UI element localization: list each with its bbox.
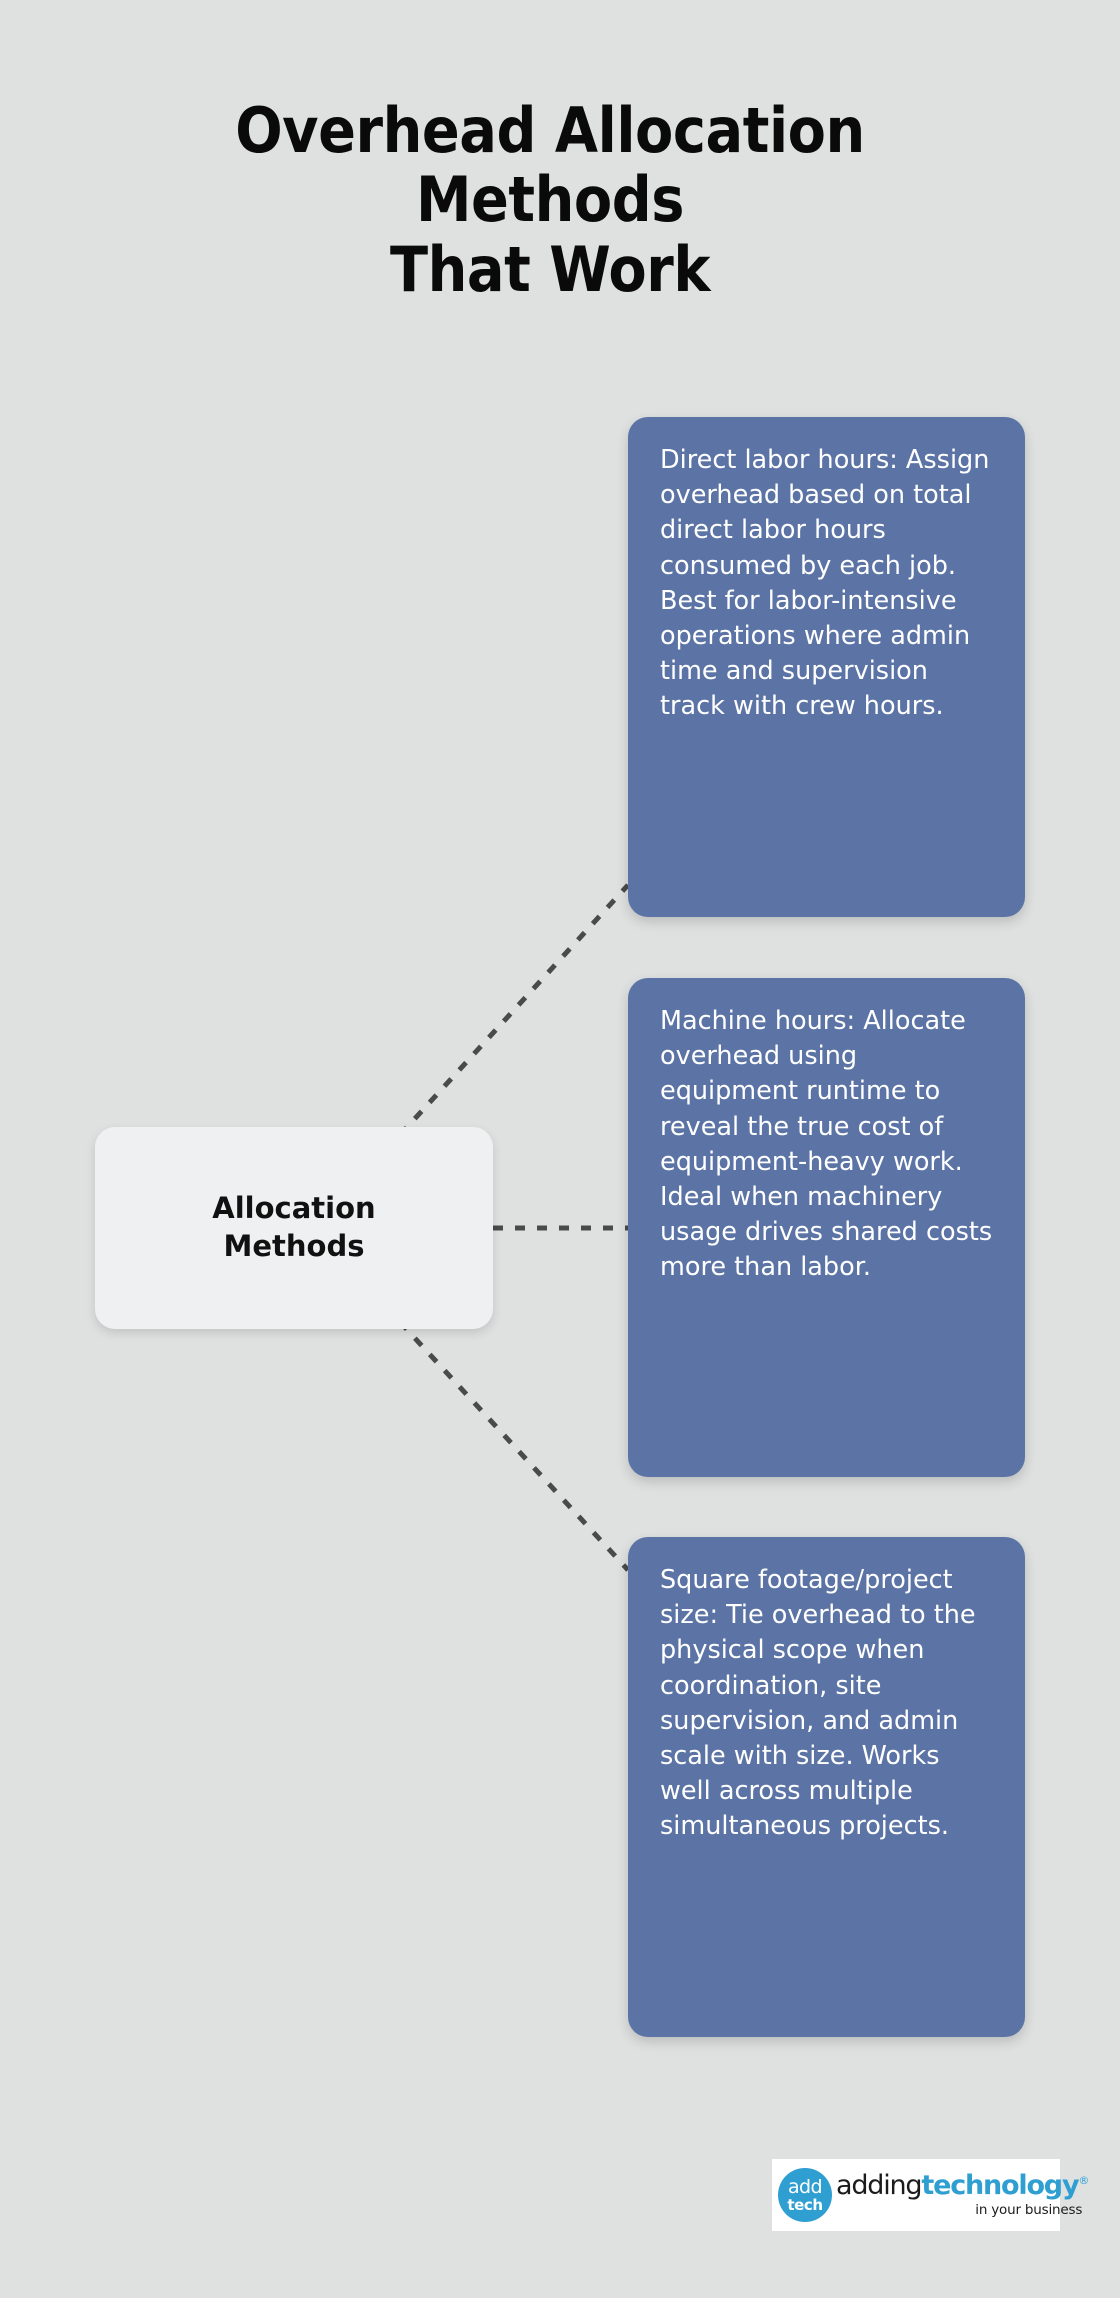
- logo-wordmark: addingtechnology®: [836, 2170, 1089, 2202]
- branch-card-machine-hours[interactable]: Machine hours: Allocate overhead using e…: [628, 978, 1025, 1477]
- branch-card-text: Direct labor hours: Assign overhead base…: [660, 445, 990, 722]
- logo-tagline: in your business: [975, 2201, 1083, 2218]
- page-title: Overhead Allocation Methods That Work: [235, 94, 865, 306]
- center-node-label: Allocation Methods: [212, 1191, 376, 1263]
- logo-word-technology: technology: [921, 2170, 1079, 2202]
- addtech-circle-icon: add tech: [778, 2168, 832, 2222]
- logo-mark-tech-text: tech: [787, 2195, 823, 2214]
- logo-word-adding: adding: [836, 2170, 923, 2202]
- registered-trademark-icon: ®: [1078, 2174, 1089, 2188]
- logo-wordmark-group: addingtechnology® in your business: [836, 2170, 1089, 2218]
- connector-to-branch-3: [398, 1320, 630, 1572]
- center-node-allocation-methods[interactable]: Allocation Methods: [95, 1127, 493, 1329]
- brand-logo: add tech addingtechnology® in your busin…: [772, 2159, 1089, 2231]
- branch-card-text: Square footage/project size: Tie overhea…: [660, 1565, 976, 1842]
- branch-card-square-footage-project-size[interactable]: Square footage/project size: Tie overhea…: [628, 1537, 1025, 2037]
- branch-card-direct-labor-hours[interactable]: Direct labor hours: Assign overhead base…: [628, 417, 1025, 917]
- branch-card-text: Machine hours: Allocate overhead using e…: [660, 1006, 993, 1283]
- logo-mark-add-text: add: [788, 2175, 823, 2198]
- connector-to-branch-1: [398, 883, 630, 1137]
